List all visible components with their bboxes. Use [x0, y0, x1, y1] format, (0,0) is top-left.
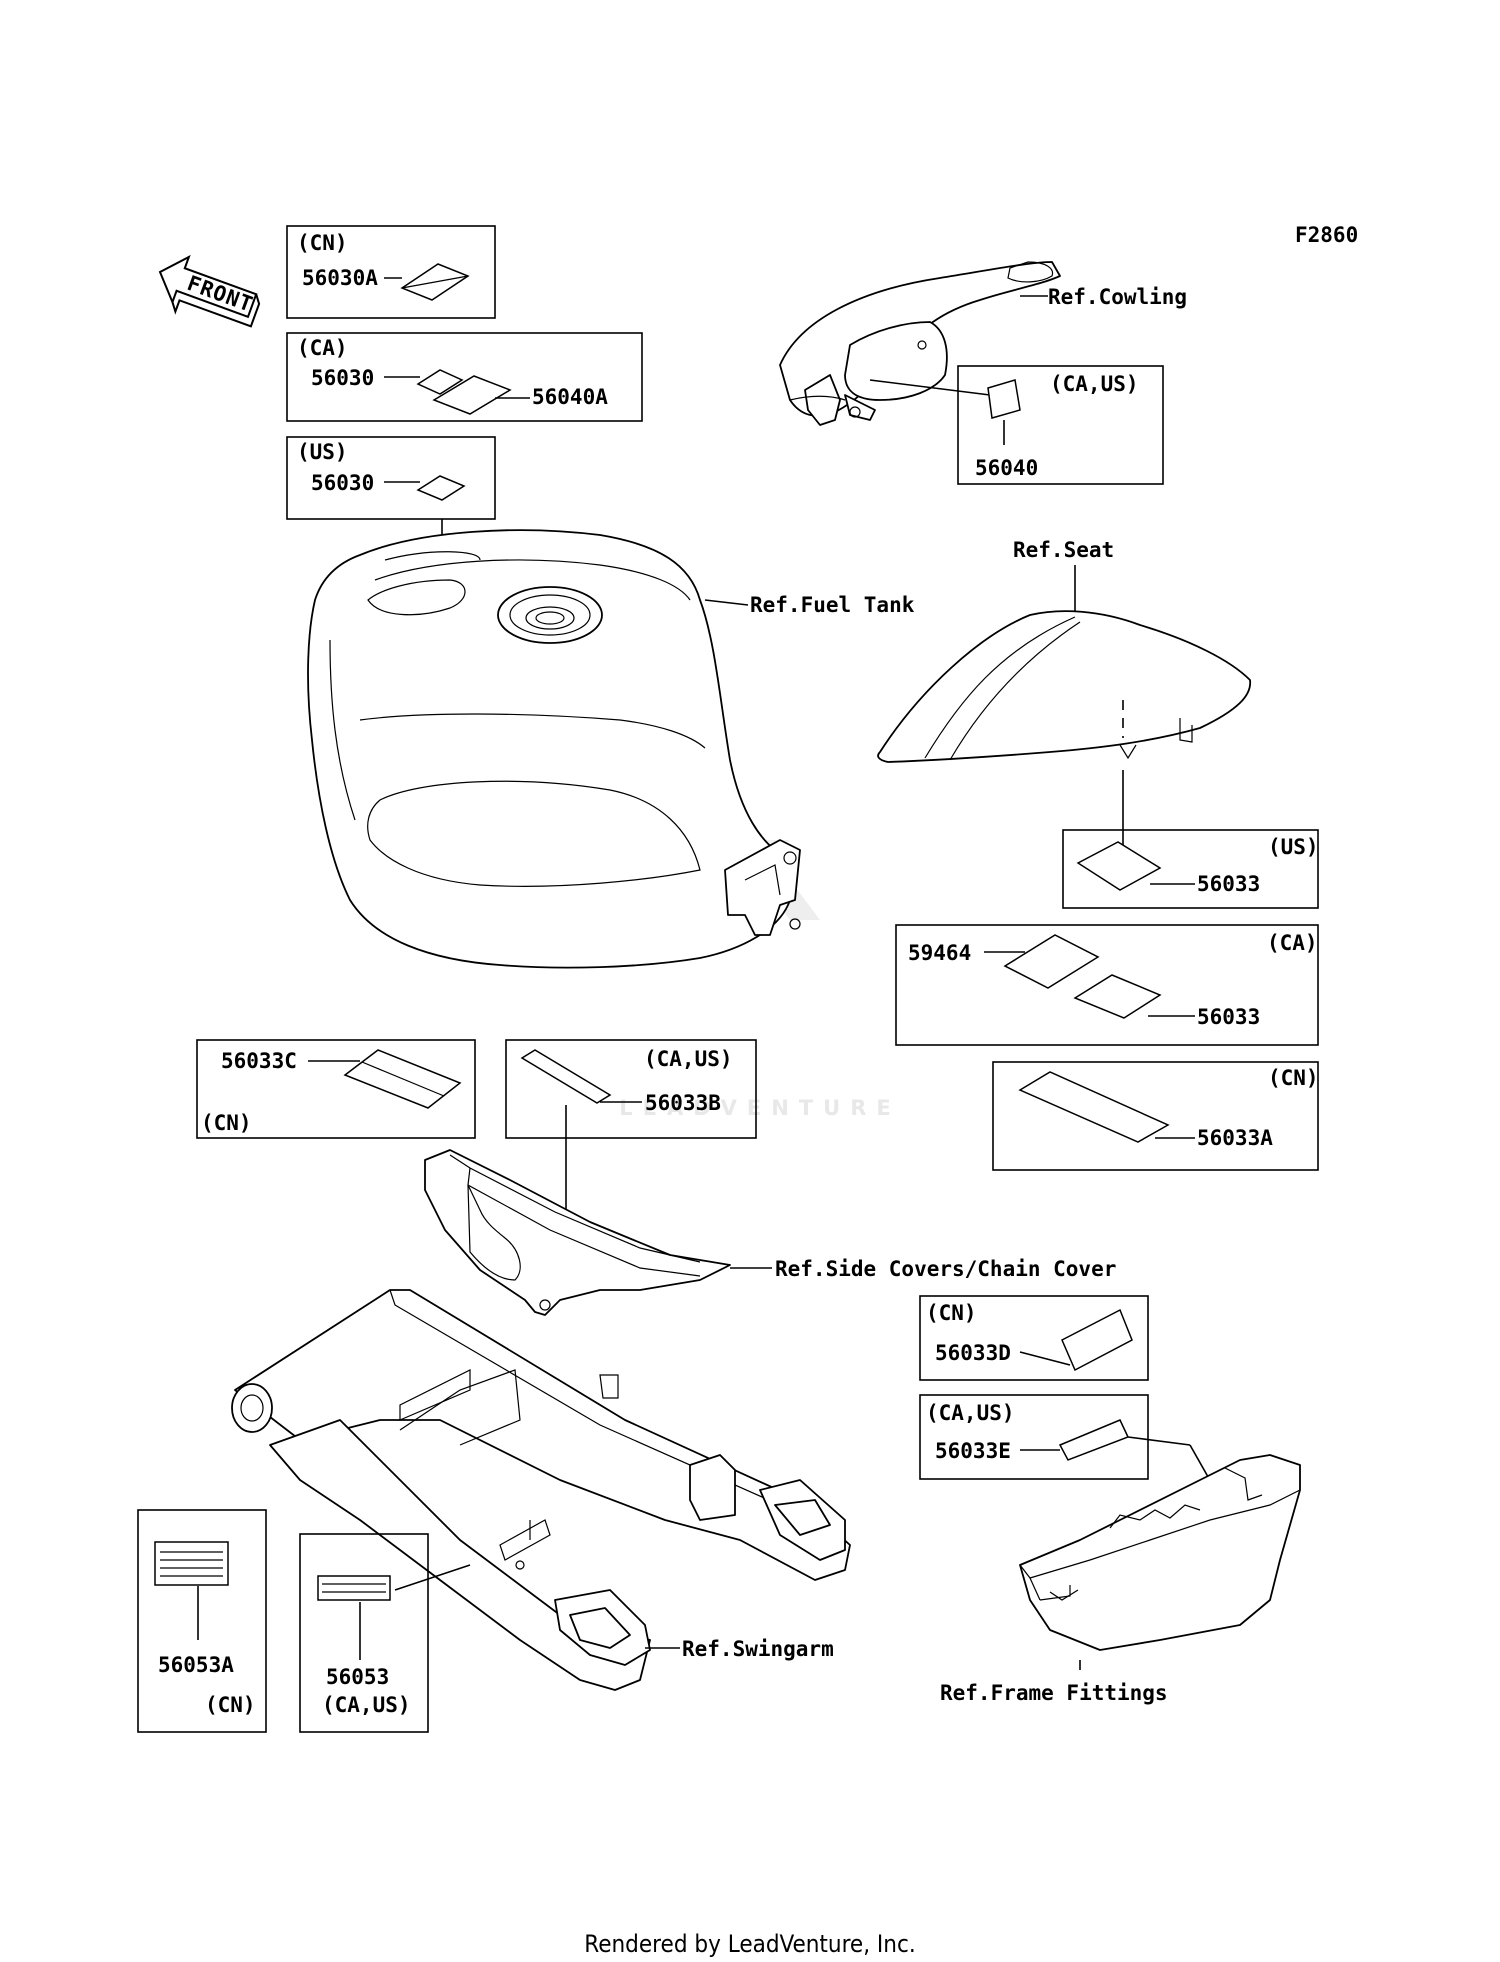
front-arrow-icon: FRONT — [158, 254, 261, 328]
diagram-id: F2860 — [1295, 223, 1358, 247]
region-label: (CN) — [201, 1111, 252, 1135]
part-number: 59464 — [908, 941, 971, 965]
region-label: (CN) — [205, 1693, 256, 1717]
region-label: (CA,US) — [644, 1047, 733, 1071]
footer-credit: Rendered by LeadVenture, Inc. — [584, 1930, 915, 1958]
decal-icon — [416, 369, 464, 395]
front-arrow-label: FRONT — [184, 271, 256, 317]
ref-fuel-tank: Ref.Fuel Tank — [750, 593, 915, 617]
box-caus-side: (CA,US) 56033B — [505, 1039, 757, 1210]
box-caus-swing: 56053 (CA,US) — [299, 1533, 471, 1733]
part-number: 56033D — [935, 1341, 1011, 1365]
cowling-drawing — [779, 261, 1061, 426]
part-number: 56040A — [532, 385, 608, 409]
region-label: (CA,US) — [322, 1693, 411, 1717]
decal-icon — [1073, 974, 1162, 1019]
box-cn-swing: 56053A (CN) — [137, 1509, 267, 1733]
part-number: 56040 — [975, 456, 1038, 480]
part-number: 56030 — [311, 366, 374, 390]
box-cn-seat: (CN) 56033A — [992, 1061, 1319, 1171]
chain-cover-drawing — [424, 1149, 772, 1316]
part-number: 56053A — [158, 1653, 234, 1677]
ref-cowling: Ref.Cowling — [1048, 285, 1187, 309]
box-cn-side: 56033C (CN) — [196, 1039, 476, 1139]
part-number: 56030A — [302, 266, 378, 290]
decal-icon — [432, 375, 512, 415]
fuel-tank-drawing — [307, 529, 801, 969]
part-number: 56033 — [1197, 1005, 1260, 1029]
box-caus-frame: (CA,US) 56033E — [919, 1394, 1221, 1499]
decal-icon — [1003, 934, 1100, 989]
region-label: (CA,US) — [926, 1401, 1015, 1425]
box-ca-tank: (CA) 56030 56040A — [286, 332, 643, 422]
box-cowl: (CA,US) 56040 — [957, 365, 1164, 485]
decal-icon — [154, 1541, 229, 1586]
region-label: (US) — [297, 440, 348, 464]
region-label: (CN) — [1268, 1066, 1319, 1090]
region-label: (CN) — [926, 1301, 977, 1325]
decal-icon — [1061, 1308, 1133, 1372]
decal-icon — [987, 379, 1021, 419]
decal-icon — [416, 475, 466, 501]
ref-seat: Ref.Seat — [1013, 538, 1114, 562]
region-label: (CN) — [297, 231, 348, 255]
decal-icon — [1018, 1071, 1170, 1143]
region-label: (CA) — [1267, 931, 1318, 955]
frame-fittings-drawing — [1019, 1454, 1301, 1670]
part-number: 56033E — [935, 1439, 1011, 1463]
ref-frame-fittings: Ref.Frame Fittings — [940, 1681, 1168, 1705]
decal-icon — [1058, 1419, 1130, 1461]
part-number: 56053 — [326, 1665, 389, 1689]
ref-swingarm: Ref.Swingarm — [682, 1637, 834, 1661]
region-label: (CA) — [297, 336, 348, 360]
box-us-seat: (US) 56033 — [1062, 829, 1319, 909]
box-cn-frame: (CN) 56033D — [919, 1295, 1149, 1381]
seat-drawing — [877, 610, 1251, 862]
decal-icon — [520, 1049, 612, 1104]
region-label: (US) — [1268, 835, 1319, 859]
watermark-text: LEADVENTURE — [619, 1096, 900, 1120]
part-number: 56033C — [221, 1049, 297, 1073]
part-number: 56033 — [1197, 872, 1260, 896]
part-number: 56030 — [311, 471, 374, 495]
decal-icon — [1076, 841, 1162, 891]
box-us-tank: (US) 56030 — [286, 436, 496, 575]
box-cn-tank: (CN) 56030A — [286, 225, 496, 319]
swingarm-drawing — [231, 1289, 851, 1691]
part-number: 56033A — [1197, 1126, 1273, 1150]
decal-icon — [317, 1575, 391, 1601]
box-ca-seat: (CA) 59464 56033 — [895, 924, 1319, 1046]
ref-side-covers: Ref.Side Covers/Chain Cover — [775, 1257, 1116, 1281]
region-label: (CA,US) — [1050, 372, 1139, 396]
part-number: 56033B — [645, 1091, 721, 1115]
